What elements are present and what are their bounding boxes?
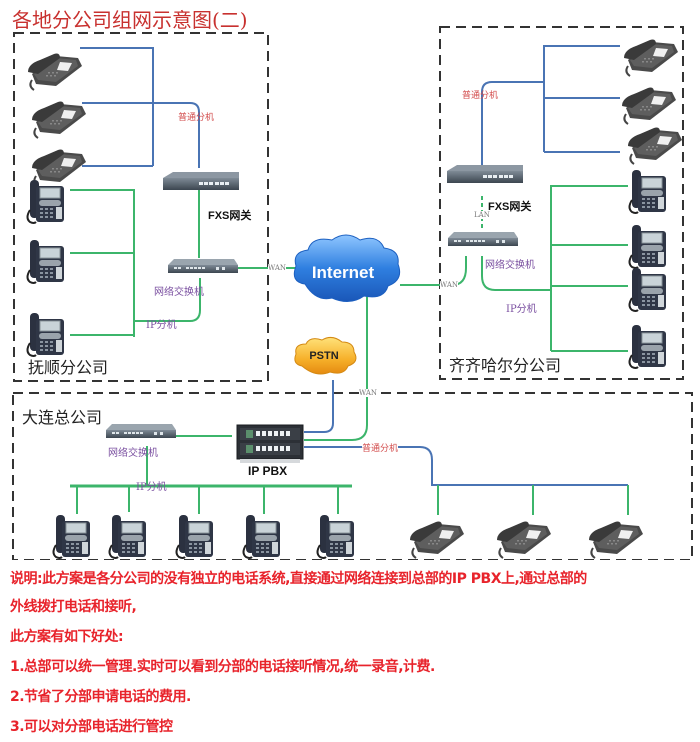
analog-ext-label: 普通分机 xyxy=(462,91,499,101)
office-box-qiqihar xyxy=(439,26,684,380)
page-title: 各地分公司组网示意图(二) xyxy=(12,8,248,32)
fushun-ip-lines xyxy=(70,189,296,337)
dalian-lines xyxy=(70,435,629,515)
analog-ext-label: 普通分机 xyxy=(178,113,215,123)
fxs-gateway-label: FXS网关 xyxy=(208,210,252,222)
pstn-label: PSTN xyxy=(309,350,338,362)
note-line: 外线拨打电话和接听, xyxy=(10,599,137,615)
analog-phone xyxy=(621,86,677,125)
analog-phone xyxy=(27,52,83,91)
office-label-qiqihar: 齐齐哈尔分公司 xyxy=(449,356,562,375)
qiqihar-analog-lines xyxy=(481,45,620,165)
wan-label: WAN xyxy=(440,281,459,289)
ip-phone xyxy=(26,179,65,224)
description-notes: 说明:此方案是各分公司的没有独立的电话系统,直接通过网络连接到总部的IP PBX… xyxy=(10,566,700,742)
network-switch-device xyxy=(168,259,238,273)
ip-phone xyxy=(175,514,214,559)
ip-phone xyxy=(316,514,355,559)
ip-phone xyxy=(628,169,667,214)
wan-label: WAN xyxy=(359,389,378,397)
analog-ext-label: 普通分机 xyxy=(362,441,399,454)
ip-phone xyxy=(52,514,91,559)
ip-ext-label: IP分机 xyxy=(136,482,167,493)
fxs-gateway-label: FXS网关 xyxy=(488,201,532,213)
note-line: 1.总部可以统一管理.实时可以看到分部的电话接听情况,统一录音,计费. xyxy=(10,659,435,675)
ip-phone xyxy=(108,514,147,559)
network-diagram: Internet PSTN xyxy=(12,26,693,560)
office-label-fushun: 抚顺分公司 xyxy=(28,358,109,377)
note-line: 3.可以对分部电话进行管控 xyxy=(10,719,173,735)
switch-label: 网络交换机 xyxy=(485,260,535,271)
analog-phone xyxy=(31,100,87,139)
ip-phone xyxy=(628,267,667,312)
ip-pbx-label: IP PBX xyxy=(248,464,288,478)
office-box-dalian xyxy=(12,392,693,560)
wan-links xyxy=(304,292,368,441)
ip-phone xyxy=(242,514,281,559)
lan-label: LAN xyxy=(474,211,490,219)
switch-label: 网络交换机 xyxy=(108,448,158,459)
fushun-analog-lines xyxy=(80,47,200,168)
ip-phone xyxy=(26,239,65,284)
ip-pbx-device xyxy=(236,424,304,463)
switch-label: 网络交换机 xyxy=(154,287,204,298)
ip-phone xyxy=(628,224,667,269)
analog-phone xyxy=(588,520,644,559)
ip-phone xyxy=(26,312,65,357)
internet-cloud: Internet xyxy=(293,234,401,302)
analog-phone xyxy=(409,520,465,559)
network-switch-device xyxy=(106,424,176,438)
fxs-gateway-device xyxy=(163,172,239,190)
fxs-gateway-device xyxy=(447,165,523,183)
analog-phone xyxy=(627,126,683,165)
ip-ext-label: IP分机 xyxy=(506,304,537,315)
pstn-cloud: PSTN xyxy=(294,336,357,375)
note-line: 2.节省了分部申请电话的费用. xyxy=(10,689,191,705)
office-box-fushun xyxy=(13,32,269,382)
analog-phone xyxy=(623,38,679,77)
office-label-dalian: 大连总公司 xyxy=(22,408,103,427)
note-line: 此方案有如下好处: xyxy=(10,629,124,645)
analog-phone xyxy=(31,148,87,187)
network-switch-device xyxy=(448,232,518,246)
note-line: 说明:此方案是各分公司的没有独立的电话系统,直接通过网络连接到总部的IP PBX… xyxy=(10,571,587,587)
ip-ext-label: IP分机 xyxy=(146,320,177,331)
wan-label: WAN xyxy=(268,264,287,272)
internet-label: Internet xyxy=(312,263,375,282)
analog-phone xyxy=(496,520,552,559)
ip-phone xyxy=(628,324,667,369)
